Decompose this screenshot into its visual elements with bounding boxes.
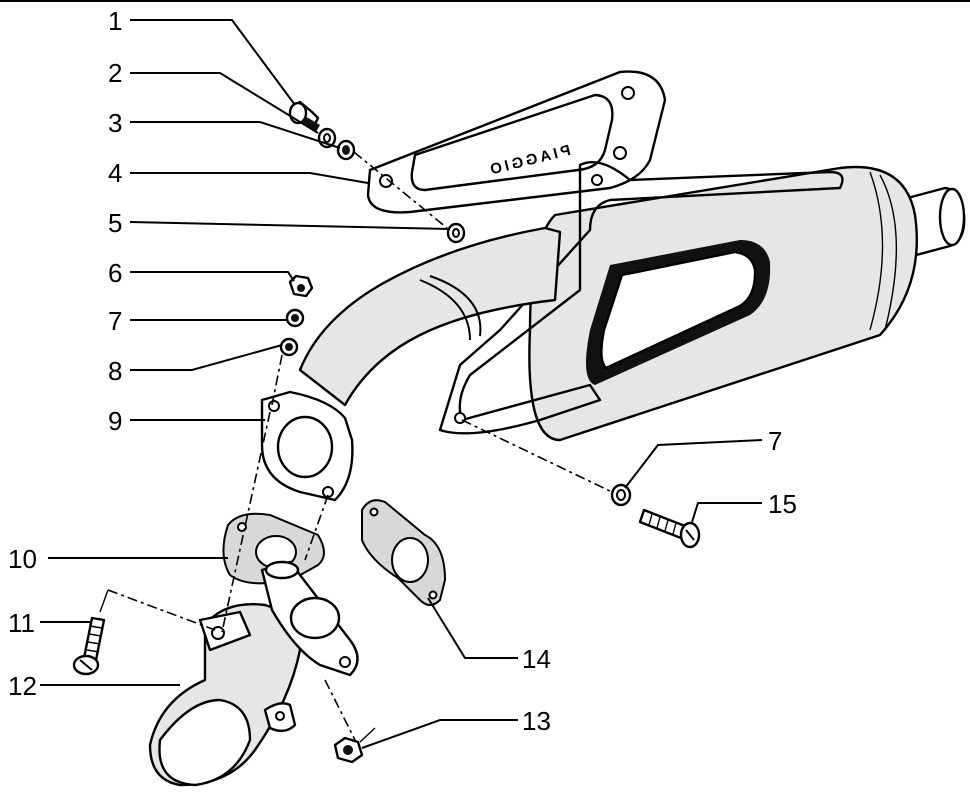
callout-12: 12 (8, 671, 37, 701)
screw-1 (288, 100, 320, 132)
callout-9: 9 (108, 406, 122, 436)
callout-4: 4 (108, 158, 122, 188)
muffler (528, 165, 966, 442)
callout-7: 7 (108, 306, 122, 336)
leader-lines (40, 19, 763, 749)
callout-6: 6 (108, 258, 122, 288)
callout-1: 1 (108, 6, 122, 36)
callout-5: 5 (108, 208, 122, 238)
callout-labels: 1 2 3 4 5 6 7 8 9 10 11 12 7 15 14 13 (8, 6, 797, 736)
callout-15: 15 (768, 489, 797, 519)
heat-shield: PIAGGIO (366, 70, 844, 435)
callout-8: 8 (108, 356, 122, 386)
callout-14: 14 (522, 644, 551, 674)
callout-7-right: 7 (768, 426, 782, 456)
callout-11: 11 (8, 608, 35, 638)
nut-6 (288, 274, 314, 298)
callout-2: 2 (108, 58, 122, 88)
manifold-12 (148, 560, 359, 787)
callout-13: 13 (522, 706, 551, 736)
callout-10: 10 (8, 544, 37, 574)
assembly-lines (99, 151, 613, 743)
washer-7b (610, 483, 632, 507)
spacer-5 (446, 222, 466, 244)
callout-3: 3 (108, 108, 122, 138)
gasket-10 (222, 512, 325, 585)
gasket-14 (361, 499, 447, 606)
screw-15 (638, 508, 701, 549)
nut-13 (333, 736, 364, 764)
screw-11 (72, 616, 106, 676)
header-pipe (260, 226, 562, 502)
top-border-rule (0, 0, 970, 2)
